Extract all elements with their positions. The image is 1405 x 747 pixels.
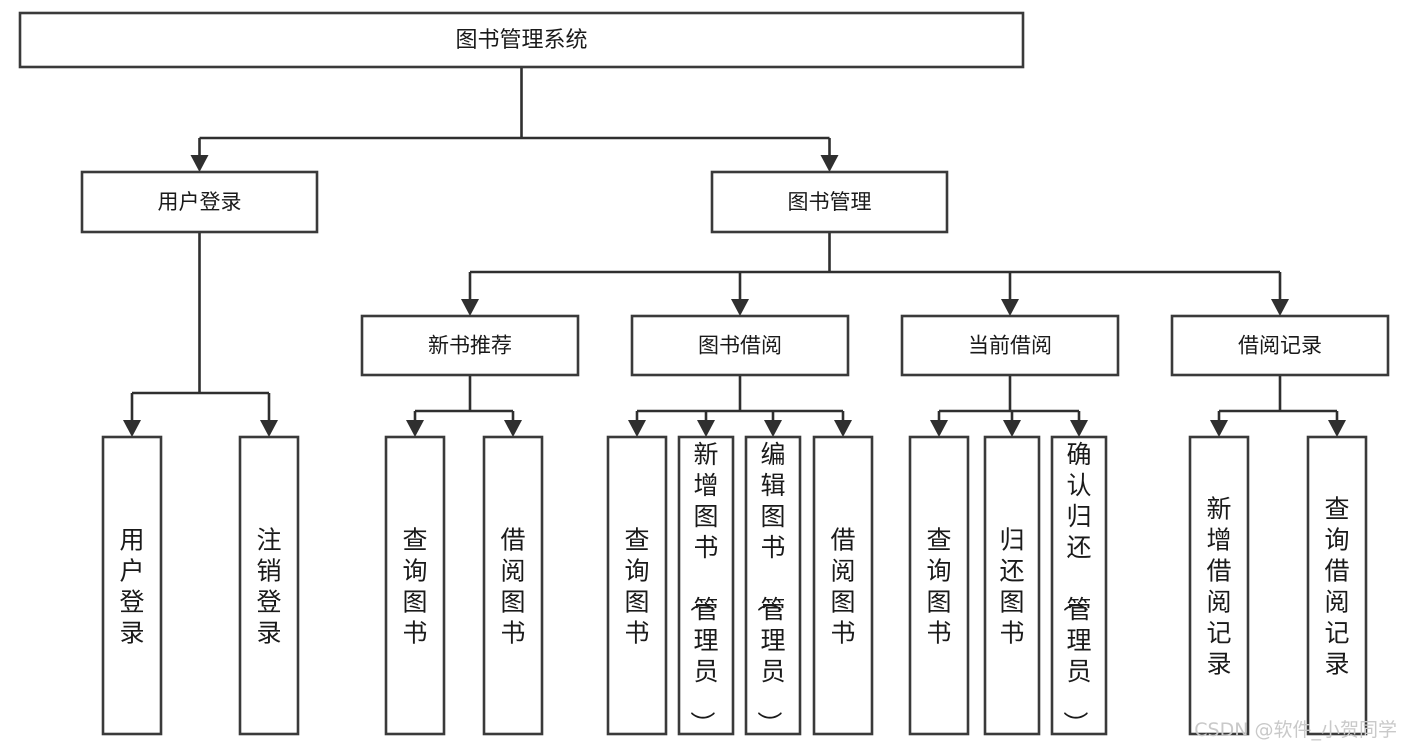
level3-node-1-label: 图书借阅: [698, 334, 782, 358]
level3-node-0-rect[interactable]: [360, 314, 580, 377]
leaf-node-0-rect[interactable]: [101, 435, 163, 736]
level3-0-to-leaves-arrow-1: [504, 420, 522, 437]
level2-node-0[interactable]: 用户登录: [80, 170, 319, 234]
level3-node-2[interactable]: 当前借阅: [900, 314, 1120, 377]
leaf-node-10[interactable]: 确认归还（管理员）: [1050, 435, 1108, 736]
leaf-node-1-rect[interactable]: [238, 435, 300, 736]
leaf-node-6[interactable]: 编辑图书（管理员）: [744, 435, 802, 736]
nodes-layer: 图书管理系统用户登录图书管理新书推荐图书借阅当前借阅借阅记录用户登录注销登录查询…: [18, 11, 1390, 736]
leaf-node-11[interactable]: 新增借阅记录: [1188, 435, 1250, 736]
level3-1-to-leaves-arrow-1: [697, 420, 715, 437]
level3-node-2-rect[interactable]: [900, 314, 1120, 377]
level2-node-1[interactable]: 图书管理: [710, 170, 949, 234]
leaf-node-10-label: 确认归还（管理员）: [1060, 440, 1091, 736]
book-management-to-level3-arrow-2: [1001, 299, 1019, 316]
leaf-node-6-label: 编辑图书（管理员）: [754, 440, 785, 736]
leaf-node-5-rect[interactable]: [677, 435, 735, 736]
leaf-node-8-label: 查询图书: [926, 526, 951, 648]
leaf-node-4[interactable]: 查询图书: [606, 435, 668, 736]
leaf-node-5[interactable]: 新增图书（管理员）: [677, 435, 735, 736]
book-management-to-level3-arrow-1: [731, 299, 749, 316]
root-node-book-management-system-rect[interactable]: [18, 11, 1025, 69]
root-node-book-management-system[interactable]: 图书管理系统: [18, 11, 1025, 69]
level3-3-to-leaves-arrow-1: [1328, 420, 1346, 437]
user-login-to-leaves-arrow-1: [260, 420, 278, 437]
root-node-book-management-system-label: 图书管理系统: [455, 28, 587, 53]
book-management-to-level3-arrow-0: [461, 299, 479, 316]
leaf-node-7[interactable]: 借阅图书: [812, 435, 874, 736]
root-to-level2-arrow-0: [190, 155, 209, 172]
level3-node-1-rect[interactable]: [630, 314, 850, 377]
level3-node-3-label: 借阅记录: [1238, 334, 1322, 358]
level2-node-1-label: 图书管理: [788, 190, 872, 214]
level3-node-0-label: 新书推荐: [428, 334, 512, 358]
leaf-node-4-label: 查询图书: [624, 526, 649, 648]
level3-node-0[interactable]: 新书推荐: [360, 314, 580, 377]
leaf-node-11-label: 新增借阅记录: [1206, 495, 1231, 679]
level3-2-to-leaves-arrow-0: [930, 420, 948, 437]
level3-node-2-label: 当前借阅: [968, 334, 1052, 358]
leaf-node-11-rect[interactable]: [1188, 435, 1250, 736]
leaf-node-3-rect[interactable]: [482, 435, 544, 736]
leaf-node-8[interactable]: 查询图书: [908, 435, 970, 736]
leaf-node-0-label: 用户登录: [119, 526, 144, 648]
book-management-to-level3-arrow-3: [1271, 299, 1289, 316]
leaf-node-9[interactable]: 归还图书: [983, 435, 1041, 736]
level3-1-to-leaves-arrow-2: [764, 420, 782, 437]
leaf-node-2-label: 查询图书: [402, 526, 427, 648]
leaf-node-1-label: 注销登录: [256, 526, 281, 648]
leaf-node-9-rect[interactable]: [983, 435, 1041, 736]
connectors-layer: [123, 67, 1346, 437]
level3-node-3[interactable]: 借阅记录: [1170, 314, 1390, 377]
leaf-node-12[interactable]: 查询借阅记录: [1306, 435, 1368, 736]
leaf-node-9-label: 归还图书: [999, 526, 1024, 648]
leaf-node-7-label: 借阅图书: [830, 526, 855, 648]
level3-1-to-leaves-arrow-0: [628, 420, 646, 437]
watermark-text: CSDN @软件_小贺同学: [1194, 719, 1397, 741]
level2-node-0-rect[interactable]: [80, 170, 319, 234]
level3-0-to-leaves-arrow-0: [406, 420, 424, 437]
level3-node-3-rect[interactable]: [1170, 314, 1390, 377]
level3-2-to-leaves-arrow-2: [1070, 420, 1088, 437]
user-login-to-leaves-arrow-0: [123, 420, 141, 437]
level2-node-1-rect[interactable]: [710, 170, 949, 234]
leaf-node-6-rect[interactable]: [744, 435, 802, 736]
leaf-node-7-rect[interactable]: [812, 435, 874, 736]
leaf-node-5-label: 新增图书（管理员）: [687, 440, 718, 736]
leaf-node-2-rect[interactable]: [384, 435, 446, 736]
leaf-node-4-rect[interactable]: [606, 435, 668, 736]
leaf-node-8-rect[interactable]: [908, 435, 970, 736]
leaf-node-0[interactable]: 用户登录: [101, 435, 163, 736]
leaf-node-12-rect[interactable]: [1306, 435, 1368, 736]
root-to-level2-arrow-1: [820, 155, 839, 172]
leaf-node-1[interactable]: 注销登录: [238, 435, 300, 736]
level3-1-to-leaves-arrow-3: [834, 420, 852, 437]
level2-node-0-label: 用户登录: [158, 190, 242, 214]
leaf-node-10-rect[interactable]: [1050, 435, 1108, 736]
level3-node-1[interactable]: 图书借阅: [630, 314, 850, 377]
leaf-node-12-label: 查询借阅记录: [1324, 495, 1349, 679]
level3-3-to-leaves-arrow-0: [1210, 420, 1228, 437]
leaf-node-3[interactable]: 借阅图书: [482, 435, 544, 736]
leaf-node-3-label: 借阅图书: [500, 526, 525, 648]
leaf-node-2[interactable]: 查询图书: [384, 435, 446, 736]
level3-2-to-leaves-arrow-1: [1003, 420, 1021, 437]
